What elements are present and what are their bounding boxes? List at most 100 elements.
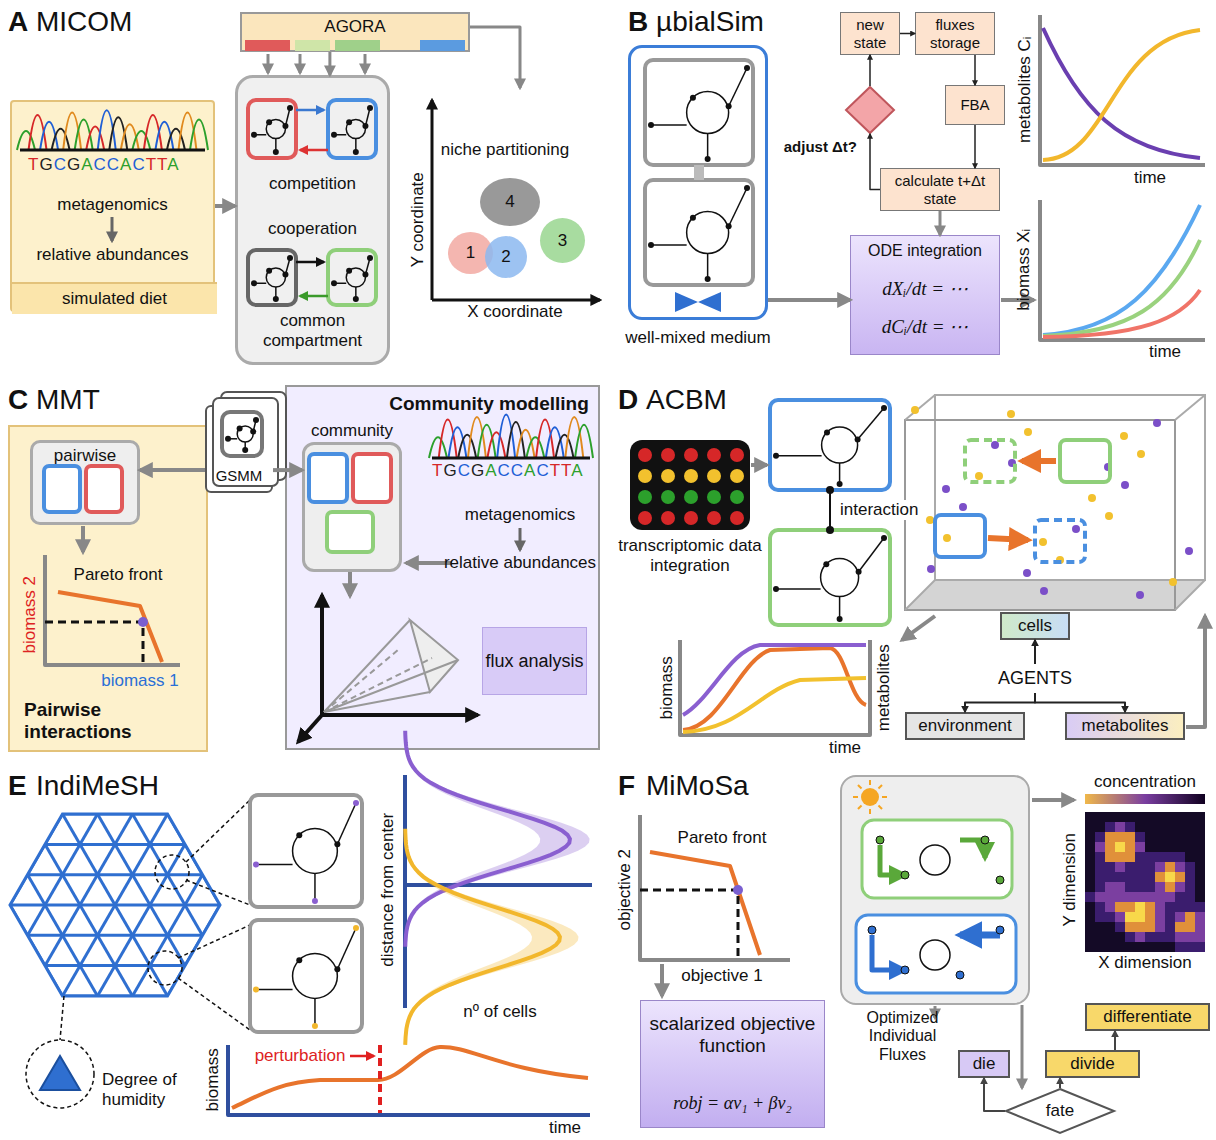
dot (855, 437, 861, 443)
diamond-outline (845, 86, 895, 134)
node-text: metagenomics (12, 195, 213, 215)
shape-rect (1195, 852, 1205, 862)
lattice-line (0, 775, 50, 1035)
lattice-line (145, 775, 295, 1035)
node-text: adjust Δt? (767, 138, 857, 155)
arrow-line (1032, 798, 1074, 802)
shape-rect (1115, 872, 1125, 882)
curve (1043, 240, 1200, 336)
curve (1043, 205, 1200, 335)
data-box: transcriptomic data integration (630, 440, 750, 530)
shape-rect (1145, 872, 1155, 882)
shape-rect (1165, 812, 1175, 822)
arrow-line (729, 68, 747, 106)
arrow-line (228, 1045, 590, 1115)
arrow-line (707, 254, 709, 280)
dot (353, 800, 359, 806)
shape-rect (1185, 852, 1195, 862)
node-text: metabolites (1082, 716, 1169, 736)
shape-rect (1155, 942, 1165, 952)
shape-rect (1175, 912, 1185, 922)
lattice-line (0, 775, 50, 1035)
shape-rect (1085, 842, 1095, 852)
node-text: differentiate (1103, 1007, 1192, 1027)
shape-rect (1185, 892, 1195, 902)
shape-rect (1125, 912, 1135, 922)
shape-rect (1165, 912, 1175, 922)
node-text: pairwise (33, 446, 137, 466)
shape-rect (1195, 862, 1205, 872)
dot (293, 954, 338, 999)
niche-blob: 2 (485, 236, 527, 278)
shape-rect (1195, 882, 1205, 892)
pump-symbol (698, 292, 721, 312)
shape-rect (1195, 842, 1205, 852)
dot (26, 1040, 94, 1108)
shape-rect (1115, 862, 1125, 872)
dot (744, 185, 750, 191)
shape-rect (1135, 912, 1145, 922)
dot (1121, 481, 1129, 489)
diamond-shape (846, 87, 894, 133)
dot (975, 472, 983, 480)
label: C (8, 384, 28, 416)
dot (856, 569, 862, 575)
shape-rect (1135, 942, 1145, 952)
dot (687, 212, 729, 254)
shape-rect (965, 440, 1015, 482)
shape-rect (1175, 832, 1185, 842)
shape-rect (1135, 862, 1145, 872)
dna-sequence: TGCGACCACTTA (28, 155, 180, 175)
community-box: community (302, 442, 402, 572)
shape-rect (1095, 892, 1105, 902)
shape-rect (1185, 862, 1195, 872)
arrow-line (905, 395, 935, 420)
shape-rect (1145, 902, 1155, 912)
shape-rect (1175, 822, 1185, 832)
shape-rect (1085, 822, 1095, 832)
shape-rect (1165, 872, 1175, 882)
axis-label: metabolites Cᵢ (1014, 37, 1034, 144)
label: time (1149, 342, 1181, 362)
arrow-line (1040, 15, 1205, 165)
dot (726, 103, 732, 109)
shape-rect (1185, 832, 1195, 842)
arrow-line (405, 883, 592, 887)
node-text: cooperation (238, 219, 387, 239)
label: A (8, 6, 28, 38)
medium-box: well-mixed medium (628, 45, 768, 320)
arrow-line (378, 1045, 382, 1113)
curve (1043, 28, 1200, 158)
connector (1114, 1031, 1116, 1050)
shape-rect (1105, 812, 1115, 822)
connector (974, 55, 976, 85)
lattice-line (0, 775, 15, 1035)
lattice-line (0, 934, 265, 937)
connector (984, 1078, 1005, 1111)
lattice-line (110, 775, 260, 1035)
shape-rect (1085, 832, 1095, 842)
shape-rect (1195, 892, 1205, 902)
shape-rect (1175, 842, 1185, 852)
curve (1043, 30, 1200, 160)
arrow-line (776, 588, 821, 590)
shape-rect (1085, 872, 1095, 882)
shape-rect (1095, 932, 1105, 942)
label: concentration (1094, 772, 1196, 792)
shape-rect (1165, 832, 1175, 842)
axis-label: biomass (657, 656, 677, 719)
shape-rect (1195, 872, 1205, 882)
node-text: dCᵢ/dt = ⋯ (851, 316, 999, 338)
lattice-line (0, 775, 85, 1035)
shape-rect (1185, 822, 1195, 832)
lattice-line (40, 775, 190, 1035)
node-text: 3 (558, 231, 567, 251)
shape-rect (1085, 862, 1095, 872)
process-box: fluxes storage (915, 12, 995, 55)
shape-rect (1185, 872, 1195, 882)
label: niche partitioning (441, 140, 570, 160)
dot (773, 453, 779, 459)
shape-rect (1115, 902, 1125, 912)
connector (965, 693, 1035, 712)
